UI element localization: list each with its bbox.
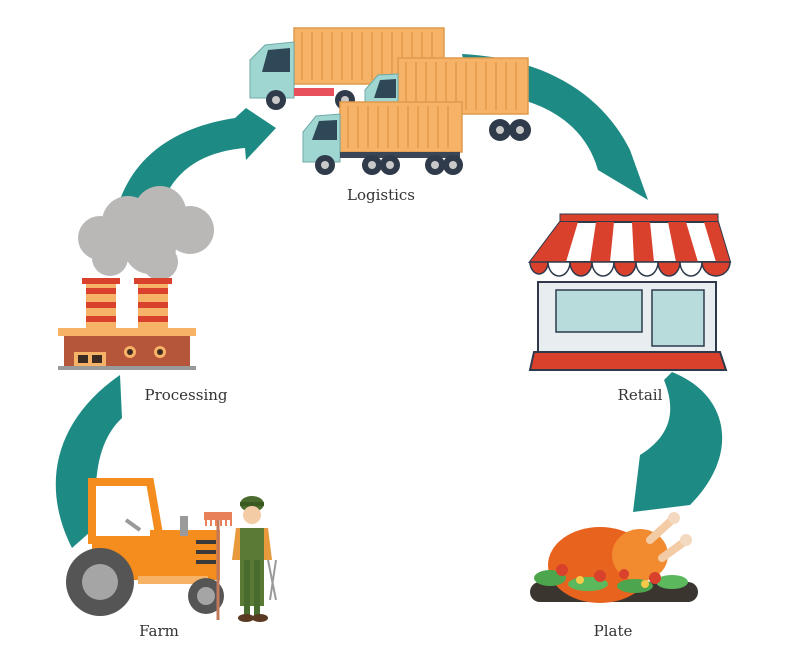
arrow-farm-to-processing xyxy=(55,375,122,548)
storefront-icon xyxy=(528,213,732,371)
smoke-cloud xyxy=(78,186,214,280)
farmer xyxy=(204,496,277,622)
garnish xyxy=(534,564,688,593)
stage-label-logistics: Logistics xyxy=(346,186,416,204)
stage-label-retail: Retail xyxy=(617,386,663,404)
tractor xyxy=(66,478,224,616)
arrow-retail-to-plate xyxy=(633,372,723,512)
stage-label-farm: Farm xyxy=(139,622,179,640)
arrow-processing-to-logistics xyxy=(116,108,276,212)
tractor-farmer-icon xyxy=(66,478,277,622)
truck-back xyxy=(249,27,445,110)
factory-icon xyxy=(58,186,214,370)
stage-label-plate: Plate xyxy=(593,622,633,640)
roast-chicken-icon xyxy=(530,512,698,603)
truck-front xyxy=(302,101,463,175)
stage-label-processing: Processing xyxy=(144,386,228,404)
trucks-icon xyxy=(249,27,531,175)
